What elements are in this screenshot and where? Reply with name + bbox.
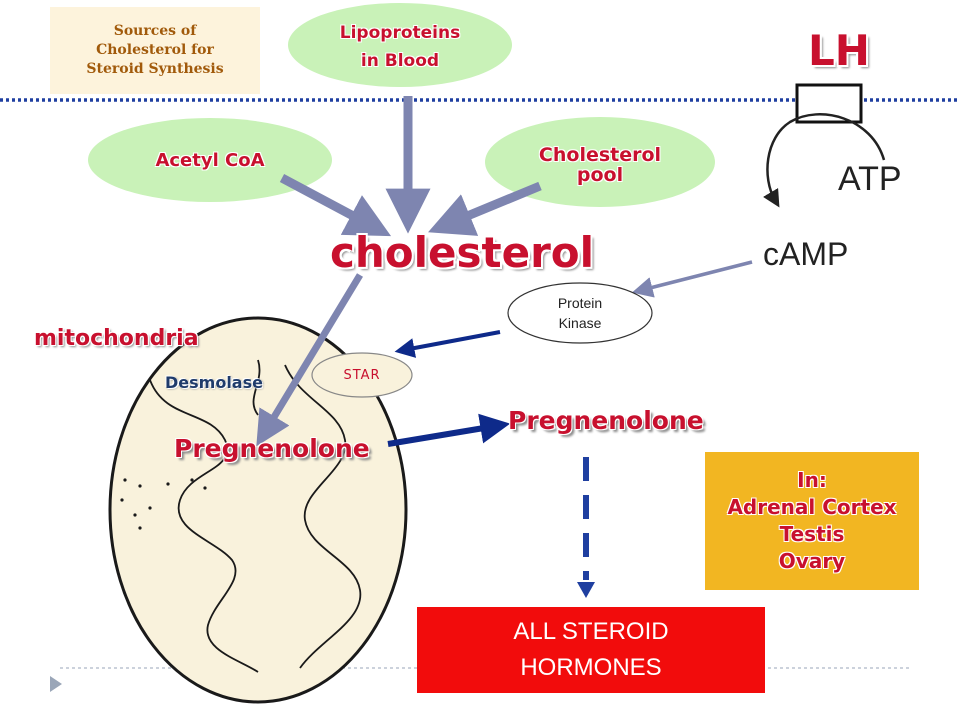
locations-header: In: <box>797 468 827 492</box>
lipoproteins-label: Lipoproteins in Blood <box>300 17 500 77</box>
desmolase-label: Desmolase <box>165 373 263 392</box>
cholesterol-label: cholesterol <box>330 228 595 277</box>
camp-label: cAMP <box>763 236 849 272</box>
arrow-cholesterol-to-pregnenolone <box>256 273 363 447</box>
protein-kinase-line-1: Protein <box>557 295 603 311</box>
cholesterol-pool-oval <box>485 117 715 207</box>
sources-title-line-3: Steroid Synthesis <box>86 61 224 77</box>
hormones-line-1: ALL STEROID <box>513 618 669 645</box>
mitochondrion-shape <box>108 316 408 704</box>
protein-kinase-oval <box>507 282 653 344</box>
dashed-arrow-head <box>577 582 595 598</box>
sources-title-box: Sources of Cholesterol for Steroid Synth… <box>50 7 260 94</box>
atp-label: ATP <box>838 160 902 198</box>
lipoproteins-oval <box>288 3 512 87</box>
cholesterol-pool-line-1: Cholesterol <box>538 144 662 166</box>
location-item-testis: Testis <box>779 522 845 546</box>
mitochondrion-cristae <box>149 359 362 673</box>
all-steroid-hormones-box: ALL STEROID HORMONES <box>417 607 765 693</box>
locations-box: In: Adrenal Cortex Testis Ovary <box>705 452 919 590</box>
protein-kinase-label: Protein Kinase <box>510 288 650 338</box>
arrow-pregnenolone-export <box>387 413 511 447</box>
acetyl-coa-label: Acetyl CoA <box>155 149 265 171</box>
location-item-adrenal-cortex: Adrenal Cortex <box>727 495 897 519</box>
star-oval <box>311 352 413 398</box>
cholesterol-pool-label: Cholesterol pool <box>500 135 700 195</box>
lh-curved-arrow <box>763 113 886 208</box>
arrow-pool-to-cholesterol <box>428 181 542 236</box>
location-item-ovary: Ovary <box>778 549 846 573</box>
pregnenolone-outer-label: Pregnenolone <box>508 406 704 435</box>
footer-triangle-icon <box>50 676 62 692</box>
arrow-kinase-to-star <box>394 330 501 358</box>
arrow-acetyl-coa-to-cholesterol <box>279 174 392 237</box>
hormones-line-2: HORMONES <box>520 654 662 681</box>
lipoproteins-line-2: in Blood <box>360 51 440 71</box>
protein-kinase-line-2: Kinase <box>558 315 602 331</box>
arrow-camp-to-kinase <box>631 260 753 298</box>
acetyl-coa-oval <box>88 118 332 202</box>
lipoproteins-line-1: Lipoproteins <box>339 23 461 43</box>
sources-title-line-2: Cholesterol for <box>96 42 214 58</box>
pregnenolone-inner-label: Pregnenolone <box>174 434 370 463</box>
lh-label: LH <box>808 26 870 75</box>
mitochondria-label: mitochondria <box>34 326 199 351</box>
mitochondrion-dots <box>120 478 207 530</box>
star-label: STAR <box>343 367 381 383</box>
cholesterol-pool-line-2: pool <box>576 164 624 186</box>
sources-title-line-1: Sources of <box>113 23 197 39</box>
